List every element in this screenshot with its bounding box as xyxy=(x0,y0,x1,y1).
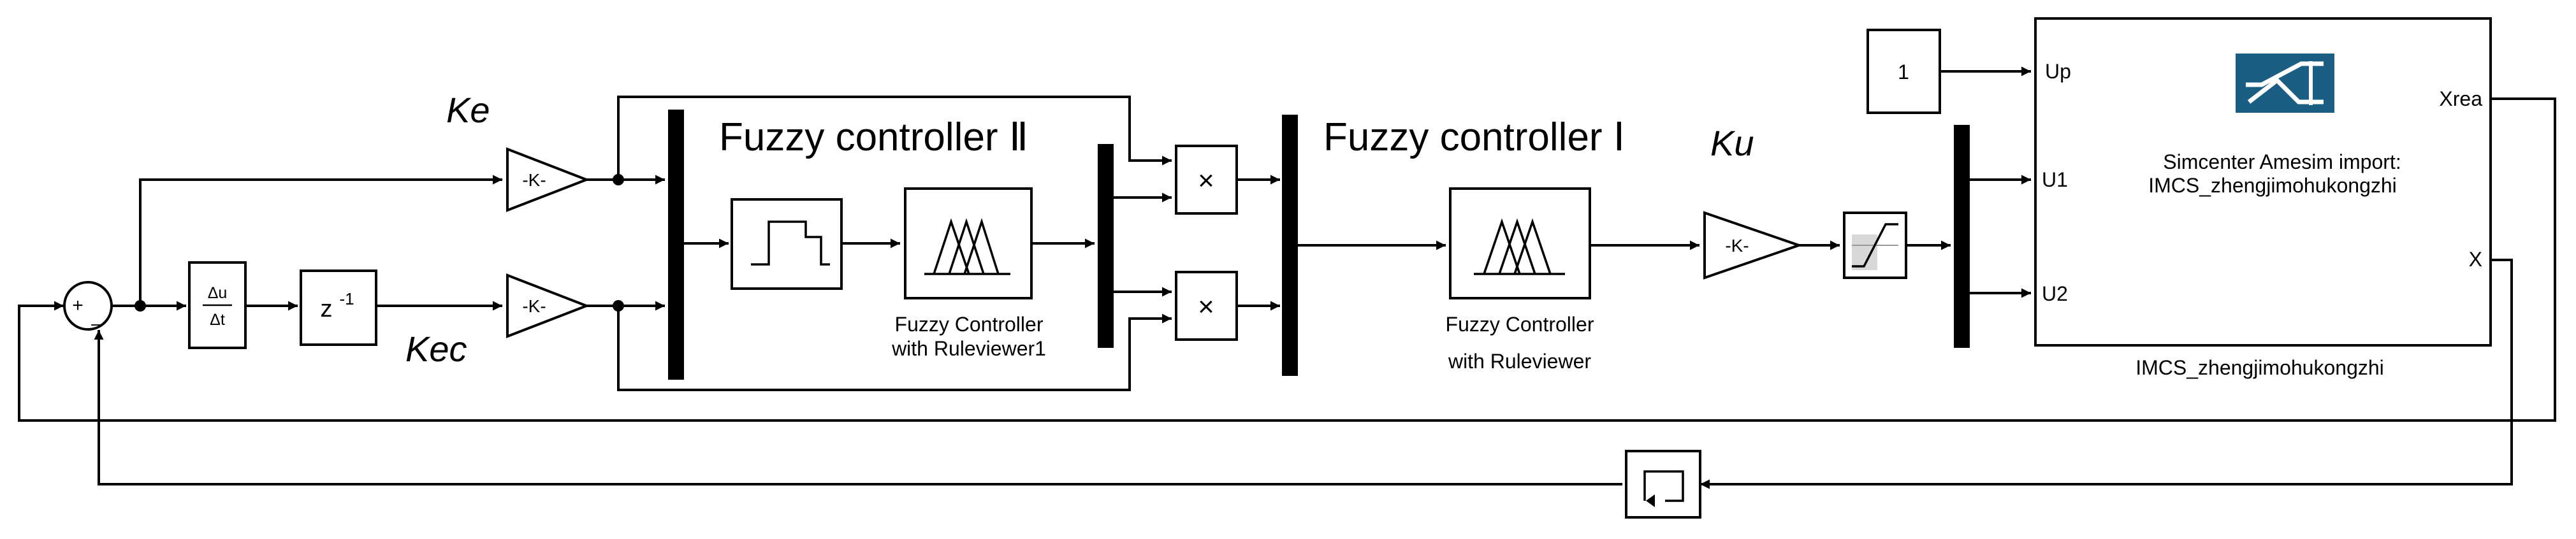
wire-xrea-feedback[interactable] xyxy=(18,97,2556,422)
multiply-top-block[interactable]: × xyxy=(1175,145,1238,215)
label-kec: Kec xyxy=(405,329,467,369)
gain-kec-block[interactable]: -K- xyxy=(506,273,590,338)
amesim-port-up: Up xyxy=(2045,60,2071,83)
unit-delay-exponent: -1 xyxy=(339,289,354,308)
label-ku: Ku xyxy=(1710,123,1754,163)
fuzzy-ruleviewer-caption-line2: with Ruleviewer xyxy=(1448,350,1591,373)
amesim-import-block[interactable]: Up U1 U2 Xrea X Simcenter Amesim import:… xyxy=(2034,17,2492,347)
membership-functions-icon-2 xyxy=(1474,218,1565,275)
step-signal-block[interactable] xyxy=(731,198,843,290)
wire-error-to-ke[interactable] xyxy=(139,175,502,306)
amesim-port-u1: U1 xyxy=(2042,168,2068,191)
label-fuzzy-controller-1: Fuzzy controller Ⅰ xyxy=(1323,115,1625,159)
memory-block[interactable] xyxy=(1625,450,1701,519)
amesim-title-line1: Simcenter Amesim import: xyxy=(2163,150,2401,173)
gain-ku-text: -K- xyxy=(1725,236,1749,255)
demux-bar[interactable] xyxy=(1098,144,1114,348)
saturation-curve-icon xyxy=(1852,223,1898,268)
sum-block[interactable]: + _ xyxy=(63,281,113,331)
derivative-numerator: Δu xyxy=(208,284,228,302)
saturation-block[interactable] xyxy=(1843,212,1907,279)
amesim-title-line2: IMCS_zhengjimohukongzhi xyxy=(2148,174,2397,197)
unit-delay-block[interactable]: z -1 xyxy=(300,270,377,346)
amesim-port-xrea: Xrea xyxy=(2439,87,2482,110)
fuzzy-controller-ruleviewer1-block[interactable] xyxy=(904,187,1033,299)
unit-delay-label: z xyxy=(321,296,333,322)
amesim-logo-icon xyxy=(2236,54,2334,113)
mux-bar-2[interactable] xyxy=(1282,115,1298,376)
branch-points xyxy=(135,174,624,312)
multiply-bottom-sign: × xyxy=(1198,291,1214,322)
fuzzy-ruleviewer1-caption-line2: with Ruleviewer1 xyxy=(891,337,1046,360)
sum-minus-sign: _ xyxy=(91,305,103,326)
wire-ke-bypass[interactable] xyxy=(617,96,1172,180)
mux-bar-3[interactable] xyxy=(1954,125,1970,348)
derivative-block[interactable]: Δu Δt xyxy=(188,261,247,349)
label-ke: Ke xyxy=(446,90,490,130)
amesim-port-u2: U2 xyxy=(2042,282,2068,305)
branch-dot-error xyxy=(135,300,146,312)
branch-dot-kec xyxy=(613,300,624,312)
gain-ke-text: -K- xyxy=(522,170,546,190)
multiply-top-sign: × xyxy=(1198,165,1214,196)
derivative-denominator: Δt xyxy=(210,311,225,329)
mux-bar-1[interactable] xyxy=(668,110,684,380)
constant-value: 1 xyxy=(1898,61,1909,83)
fuzzy-ruleviewer1-caption-line1: Fuzzy Controller xyxy=(895,313,1044,336)
sum-plus-sign: + xyxy=(72,295,84,316)
wire-memory-to-sum[interactable] xyxy=(94,330,1622,485)
signal-lines xyxy=(18,66,2556,489)
amesim-block-caption: IMCS_zhengjimohukongzhi xyxy=(2136,356,2384,379)
memory-icon xyxy=(1643,470,1684,502)
amesim-port-x: X xyxy=(2469,248,2482,271)
step-waveform-icon xyxy=(751,220,830,266)
label-fuzzy-controller-2: Fuzzy controller Ⅱ xyxy=(719,115,1028,159)
wire-x-to-memory[interactable] xyxy=(1700,259,2513,489)
memory-arrow-icon xyxy=(1646,494,1655,507)
gain-kec-text: -K- xyxy=(522,296,546,316)
fuzzy-controller-ruleviewer-block[interactable] xyxy=(1449,187,1591,299)
multiply-bottom-block[interactable]: × xyxy=(1175,271,1238,341)
gain-ku-block[interactable]: -K- xyxy=(1703,211,1803,280)
fuzzy-ruleviewer-caption-line1: Fuzzy Controller xyxy=(1446,313,1594,336)
branch-dot-ke xyxy=(613,174,624,185)
wire-kec-bypass[interactable] xyxy=(617,306,1172,391)
membership-functions-icon xyxy=(924,218,1010,275)
constant-block[interactable]: 1 xyxy=(1867,29,1941,114)
gain-ke-block[interactable]: -K- xyxy=(506,147,590,212)
